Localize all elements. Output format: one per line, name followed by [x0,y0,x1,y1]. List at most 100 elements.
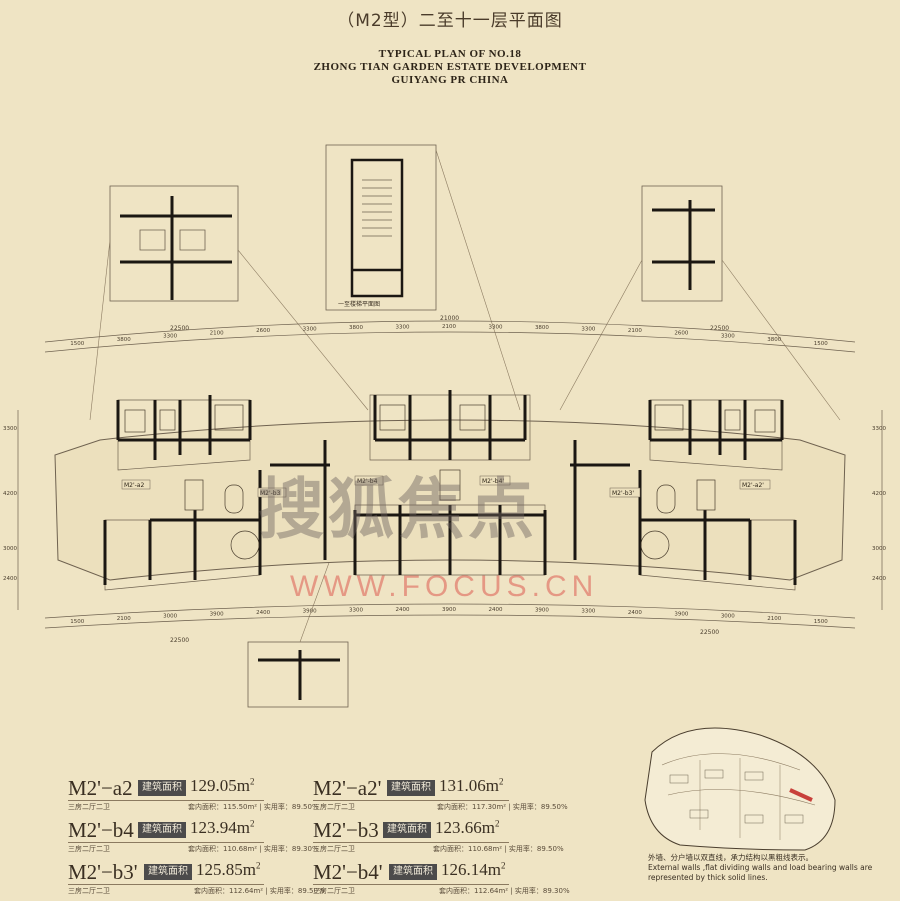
unit-code: M2'−b4 [68,818,134,842]
dimension-value: 3300 [581,326,595,332]
unit-rule [313,884,509,885]
unit-layout: 三房二厅二卫 [313,845,355,853]
gross-area-value: 126.14m [441,860,501,879]
dimension-value: 2400 [488,607,502,613]
dimension-value: 3300 [581,609,595,615]
gross-area-value: 131.06m [439,776,499,795]
gross-area: 126.14m2 [441,860,506,879]
detail-inset-left [109,185,239,302]
gross-area: 125.85m2 [196,860,261,879]
dim-bottom-span-left: 22500 [170,637,189,644]
plan-tag-b4: M2'-b4 [357,478,378,485]
detail-inset-bottom [247,641,349,708]
leader-lines [89,149,841,643]
dimension-value: 3800 [117,337,131,343]
gross-area: 123.94m2 [190,818,255,837]
gross-area-value: 123.94m [190,818,250,837]
dim-top-span-mid: 21000 [440,315,459,322]
dimension-value: 2400 [396,607,410,613]
dimension-value: 3000 [163,614,177,620]
unit-code: M2'−b3' [68,860,138,884]
legend-note: 外墙、分户墙以双直线，承力结构以黑粗线表示。 External walls ,f… [648,853,898,883]
unit-layout: 三房二厅二卫 [68,887,110,895]
dimension-value: 3000 [872,546,886,552]
dimension-lines [17,320,883,629]
subtitle-line-2: ZHONG TIAN GARDEN ESTATE DEVELOPMENT [313,61,587,73]
dimension-value: 2100 [442,324,456,330]
gross-area-value: 125.85m [196,860,256,879]
gross-area: 131.06m2 [439,776,504,795]
plan-tag-b4-prime: M2'-b4' [482,478,504,485]
dimension-value: 3900 [535,608,549,614]
unit-layout: 三房二厅二卫 [68,845,110,853]
note-en: External walls ,flat dividing walls and … [648,863,873,882]
area-badge: 建筑面积 [389,864,437,880]
subtitle-line-3: GUIYANG PR CHINA [391,74,509,86]
unit-layout: 三房二厅二卫 [313,803,355,811]
plan-unit-tags: M2'-a2 M2'-b3 M2'-b4 M2'-b4' M2'-b3' M2'… [121,475,771,498]
unit-usable-area: 套内面积：117.30m² | 实用率：89.50% [437,803,568,811]
dimension-value: 2100 [117,616,131,622]
stair-caption: 一至楼梯平面图 [338,300,380,308]
gross-area: 123.66m2 [435,818,500,837]
dimension-value: 1500 [70,619,84,625]
plan-tag-b3-prime: M2'-b3' [612,490,634,497]
dimension-value: 2600 [256,328,270,334]
unit-rule [68,884,264,885]
dim-bottom-span-right: 22500 [700,629,719,636]
dimension-value: 2100 [628,328,642,334]
area-badge: 建筑面积 [138,780,186,796]
gross-area: 129.05m2 [190,776,255,795]
dimension-value: 2600 [674,331,688,337]
site-location-map [644,727,836,851]
unit-code: M2'−a2' [313,776,382,800]
area-badge: 建筑面积 [144,864,192,880]
unit-rule [313,842,509,843]
dimension-value: 2400 [3,576,17,582]
dimension-value: 1500 [814,619,828,625]
dimension-value: 3900 [210,612,224,618]
dimension-value: 3300 [488,324,502,330]
unit-code: M2'−b4' [313,860,383,884]
dimension-value: 3800 [767,337,781,343]
dimension-value: 3300 [3,426,17,432]
unit-code: M2'−a2 [68,776,133,800]
dimension-value: 3900 [442,607,456,613]
unit-usable-area: 套内面积：110.68m² | 实用率：89.30% [188,845,319,853]
subtitle-line-1: TYPICAL PLAN OF NO.18 [378,48,522,60]
unit-usable-area: 套内面积：110.68m² | 实用率：89.50% [433,845,564,853]
dim-top-span-left: 22500 [170,325,189,332]
plan-tag-b3: M2'-b3 [260,490,281,497]
dimension-value: 4200 [872,491,886,497]
dimension-value: 3000 [721,614,735,620]
dimension-value: 3300 [872,426,886,432]
unit-layout: 三房二厅二卫 [313,887,355,895]
plan-tag-a2: M2'-a2 [124,482,144,489]
gross-area-value: 129.05m [190,776,250,795]
unit-usable-area: 套内面积：112.64m² | 实用率：89.30% [439,887,570,895]
page-title: （M2型）二至十一层平面图 [337,11,563,31]
note-cn: 外墙、分户墙以双直线，承力结构以黑粗线表示。 [648,853,813,862]
unit-layout: 三房二厅二卫 [68,803,110,811]
dim-top-span-right: 22500 [710,325,729,332]
area-badge: 建筑面积 [138,822,186,838]
dimension-value: 2100 [210,331,224,337]
dimension-labels: 22500 21000 22500 22500 22500 [170,315,729,644]
dim-bottom-row: 1500 2100 3000 3900 2400 3900 3300 2400 3900 2400… [70,607,828,625]
unit-usable-area: 套内面积：115.50m² | 实用率：89.50% [188,803,319,811]
unit-rule [68,842,264,843]
unit-usable-area: 套内面积：112.64m² | 实用率：89.50% [194,887,325,895]
watermark-url: WWW.FOCUS.CN [290,570,599,603]
dimension-value: 3300 [163,333,177,339]
dimension-value: 2400 [256,610,270,616]
area-badge: 建筑面积 [383,822,431,838]
dimension-value: 3000 [3,546,17,552]
dimension-value: 4200 [3,491,17,497]
dimension-value: 3300 [396,324,410,330]
detail-inset-right [641,185,723,302]
detail-inset-stair [325,144,437,311]
area-badge: 建筑面积 [387,780,435,796]
